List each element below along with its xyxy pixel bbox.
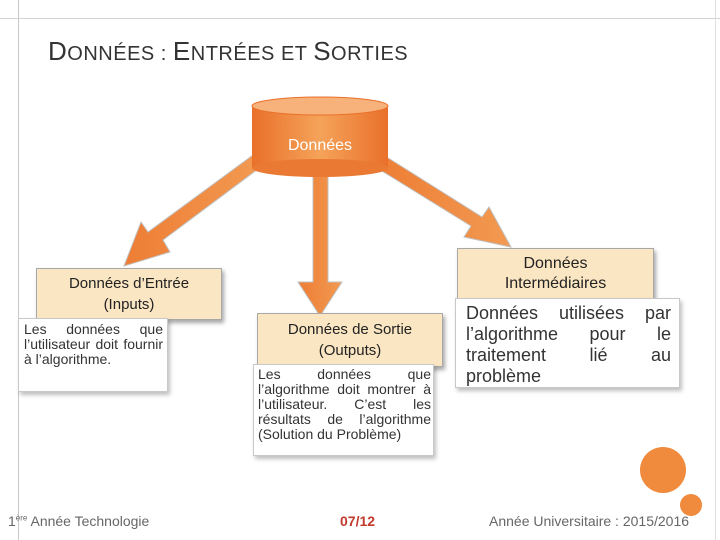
sortie-description: Les données que l’algorithme doit montre… — [258, 366, 431, 442]
footer-page-number: 07/12 — [340, 513, 376, 529]
intermediaires-title-line2: Intermédiaires — [504, 275, 607, 292]
donnees-label: Données — [287, 137, 353, 154]
slide-title: DONNÉES : ENTRÉES ET SORTIES — [48, 36, 409, 66]
entree-title-line2: (Inputs) — [103, 296, 155, 313]
footer-course: 1ère Année Technologie — [8, 513, 150, 529]
decorative-circle-small — [680, 494, 702, 516]
arrow-to-sortie — [297, 174, 343, 317]
intermediaires-title-line1: Données — [523, 255, 588, 272]
intermediaires-description: Données utilisées par l’algorithme pour … — [466, 303, 671, 386]
entree-title-line1: Données d’Entrée — [68, 275, 190, 292]
frame-line-right — [715, 0, 716, 540]
arrow-to-intermediaires — [376, 155, 512, 248]
donnees-cylinder — [251, 96, 389, 177]
arrow-to-entree — [123, 154, 263, 267]
entree-description-box: Les données que l’utilisateur doit fourn… — [18, 318, 168, 392]
intermediaires-description-box: Données utilisées par l’algorithme pour … — [455, 298, 680, 388]
decorative-circle-large — [640, 447, 686, 493]
intermediaires-title-box: Données Intermédiaires — [457, 248, 654, 300]
sortie-title-line2: (Outputs) — [318, 342, 382, 359]
frame-line-top — [0, 18, 720, 19]
sortie-title-box: Données de Sortie (Outputs) — [257, 313, 443, 367]
entree-description: Les données que l’utilisateur doit fourn… — [24, 321, 163, 367]
footer-academic-year: Année Universitaire : 2015/2016 — [489, 513, 690, 529]
sortie-title-line1: Données de Sortie — [287, 321, 413, 338]
entree-title-box: Données d’Entrée (Inputs) — [36, 268, 222, 320]
sortie-description-box: Les données que l’algorithme doit montre… — [253, 364, 434, 456]
frame-line-left — [18, 0, 19, 540]
